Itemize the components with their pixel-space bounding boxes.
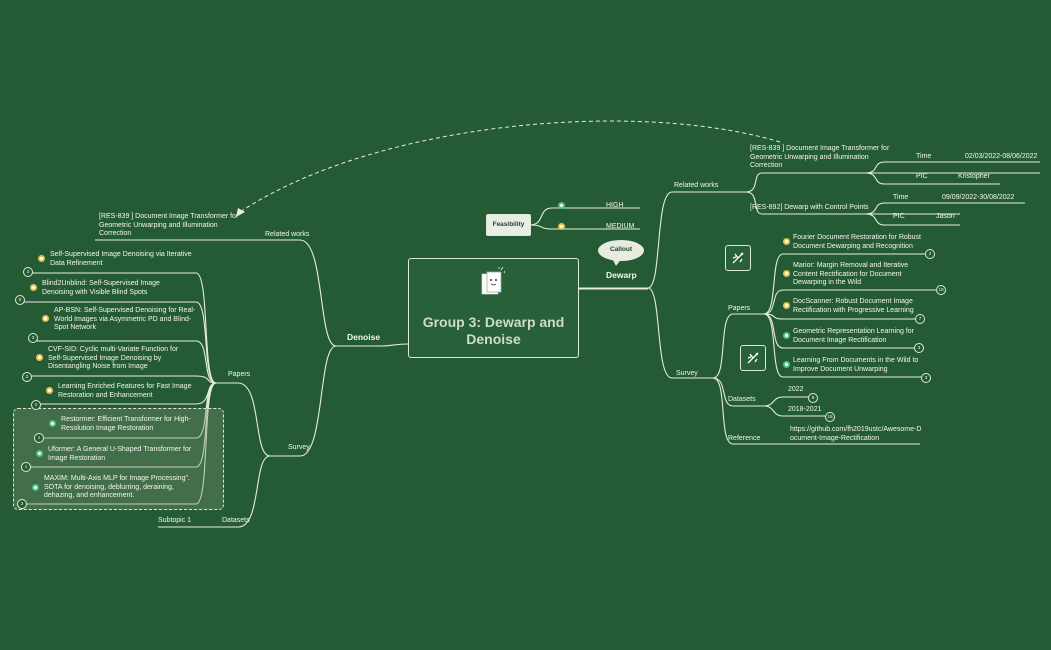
related-2-pic: Jason xyxy=(936,213,955,220)
dewarp-dataset-2022[interactable]: 2022 xyxy=(788,386,804,393)
denoise-paper-5-marker xyxy=(46,387,53,394)
related-1-pic: Kristopher xyxy=(958,173,990,180)
denoise-subtopic-1[interactable]: Subtopic 1 xyxy=(158,517,192,524)
dewarp-related-item-2[interactable]: [RES-892] Dewarp with Control Points xyxy=(750,204,869,211)
denoise-paper-7-marker xyxy=(36,450,43,457)
denoise-paper-4-count: 2 xyxy=(22,372,32,382)
denoise-survey[interactable]: Survey xyxy=(288,444,310,451)
dewarp-paper-3-marker xyxy=(783,302,790,309)
related-1-time: 02/03/2022-08/06/2022 xyxy=(965,153,1038,160)
feasibility-high: HIGH xyxy=(606,202,624,209)
dewarp-survey[interactable]: Survey xyxy=(676,370,698,377)
feasibility-medium: MEDIUM xyxy=(606,223,635,230)
dewarp-paper-1-count: 2 xyxy=(925,249,935,259)
dewarp-paper-1-marker xyxy=(783,238,790,245)
dewarp-paper-3[interactable]: DocScanner: Robust Document Image Rectif… xyxy=(793,298,914,314)
dewarp-sticker-icon-1 xyxy=(725,245,751,271)
denoise-paper-3-count: 3 xyxy=(28,333,38,343)
denoise-paper-4[interactable]: CVF-SID: Cyclic multi-Variate Function f… xyxy=(48,346,179,370)
denoise-paper-7[interactable]: Uformer: A General U-Shaped Transformer … xyxy=(48,446,192,462)
denoise-paper-6-count: 1 xyxy=(34,433,44,443)
dewarp-paper-4[interactable]: Geometric Representation Learning for Do… xyxy=(793,328,915,344)
priority-high-icon xyxy=(558,202,565,209)
topic-denoise[interactable]: Denoise xyxy=(347,332,381,342)
dewarp-paper-4-marker xyxy=(783,332,790,339)
central-topic[interactable]: Group 3: Dewarp and Denoise xyxy=(408,258,579,358)
denoise-paper-5[interactable]: Learning Enriched Features for Fast Imag… xyxy=(58,383,192,399)
dewarp-reference[interactable]: Reference xyxy=(728,435,761,442)
dewarp-paper-4-count: 3 xyxy=(914,343,924,353)
denoise-paper-5-count: 2 xyxy=(31,400,41,410)
dewarp-paper-5[interactable]: Learning From Documents in the Wild to I… xyxy=(793,357,919,373)
dewarp-related-works[interactable]: Related works xyxy=(674,182,719,189)
topic-dewarp[interactable]: Dewarp xyxy=(606,270,637,280)
dewarp-paper-5-count: 3 xyxy=(921,373,931,383)
denoise-paper-1-count: 3 xyxy=(23,267,33,277)
denoise-paper-8-count: 2 xyxy=(17,499,27,509)
denoise-paper-2-count: 5 xyxy=(15,295,25,305)
denoise-related-item-1[interactable]: [RES-839 ] Document Image Transformer fo… xyxy=(99,213,239,237)
denoise-paper-8[interactable]: MAXIM: Multi-Axis MLP for Image Processi… xyxy=(44,475,190,499)
related-1-pic-label: PIC xyxy=(916,173,928,180)
document-icon xyxy=(481,267,505,295)
dewarp-paper-1[interactable]: Fourier Document Restoration for Robust … xyxy=(793,234,921,250)
denoise-paper-4-marker xyxy=(36,354,43,361)
denoise-paper-2[interactable]: Blind2Unblind: Self-Supervised Image Den… xyxy=(42,280,160,296)
dewarp-paper-5-marker xyxy=(783,361,790,368)
dewarp-paper-3-count: 7 xyxy=(915,314,925,324)
dewarp-paper-2-marker xyxy=(783,270,790,277)
denoise-paper-8-marker xyxy=(32,484,39,491)
priority-medium-icon xyxy=(558,223,565,230)
denoise-paper-1-marker xyxy=(38,255,45,262)
denoise-papers[interactable]: Papers xyxy=(228,371,251,378)
dataset-2022-count: 9 xyxy=(808,393,818,403)
denoise-paper-6-marker xyxy=(49,420,56,427)
dewarp-dataset-2018-2021[interactable]: 2018-2021 xyxy=(788,406,822,413)
related-2-pic-label: PIC xyxy=(893,213,905,220)
denoise-datasets[interactable]: Datasets xyxy=(222,517,250,524)
denoise-paper-6[interactable]: Restormer: Efficient Transformer for Hig… xyxy=(61,416,191,432)
dewarp-paper-2[interactable]: Marior: Margin Removal and Iterative Con… xyxy=(793,262,909,286)
dewarp-datasets[interactable]: Datasets xyxy=(728,396,756,403)
denoise-paper-1[interactable]: Self-Supervised Image Denoising via Iter… xyxy=(50,251,192,267)
dewarp-paper-2-count: 19 xyxy=(936,285,946,295)
dewarp-sticker-icon-2 xyxy=(740,345,766,371)
dewarp-related-item-1[interactable]: [RES-839 ] Document Image Transformer fo… xyxy=(750,145,890,169)
callout-tail xyxy=(612,258,622,266)
related-2-time-label: Time xyxy=(893,194,909,201)
denoise-related-works[interactable]: Related works xyxy=(265,231,310,238)
central-title: Group 3: Dewarp and Denoise xyxy=(422,314,565,347)
related-2-time: 09/09/2022-30/08/2022 xyxy=(942,194,1015,201)
denoise-paper-2-marker xyxy=(30,284,37,291)
callout-label: Callout xyxy=(609,246,633,253)
dataset-2018-2021-count: 15 xyxy=(825,412,835,422)
callout-bubble[interactable]: Callout xyxy=(598,240,644,261)
denoise-paper-3[interactable]: AP-BSN: Self-Supervised Denoising for Re… xyxy=(54,307,196,331)
related-1-time-label: Time xyxy=(916,153,932,160)
dewarp-reference-link[interactable]: https://github.com/fh2019ustc/Awesome-Do… xyxy=(790,426,922,442)
denoise-group-boundary xyxy=(13,408,224,510)
feasibility-label: Feasibility xyxy=(492,221,525,228)
dewarp-papers[interactable]: Papers xyxy=(728,305,751,312)
feasibility-node[interactable]: Feasibility xyxy=(486,214,531,236)
denoise-paper-3-marker xyxy=(42,315,49,322)
denoise-paper-7-count: 1 xyxy=(21,462,31,472)
